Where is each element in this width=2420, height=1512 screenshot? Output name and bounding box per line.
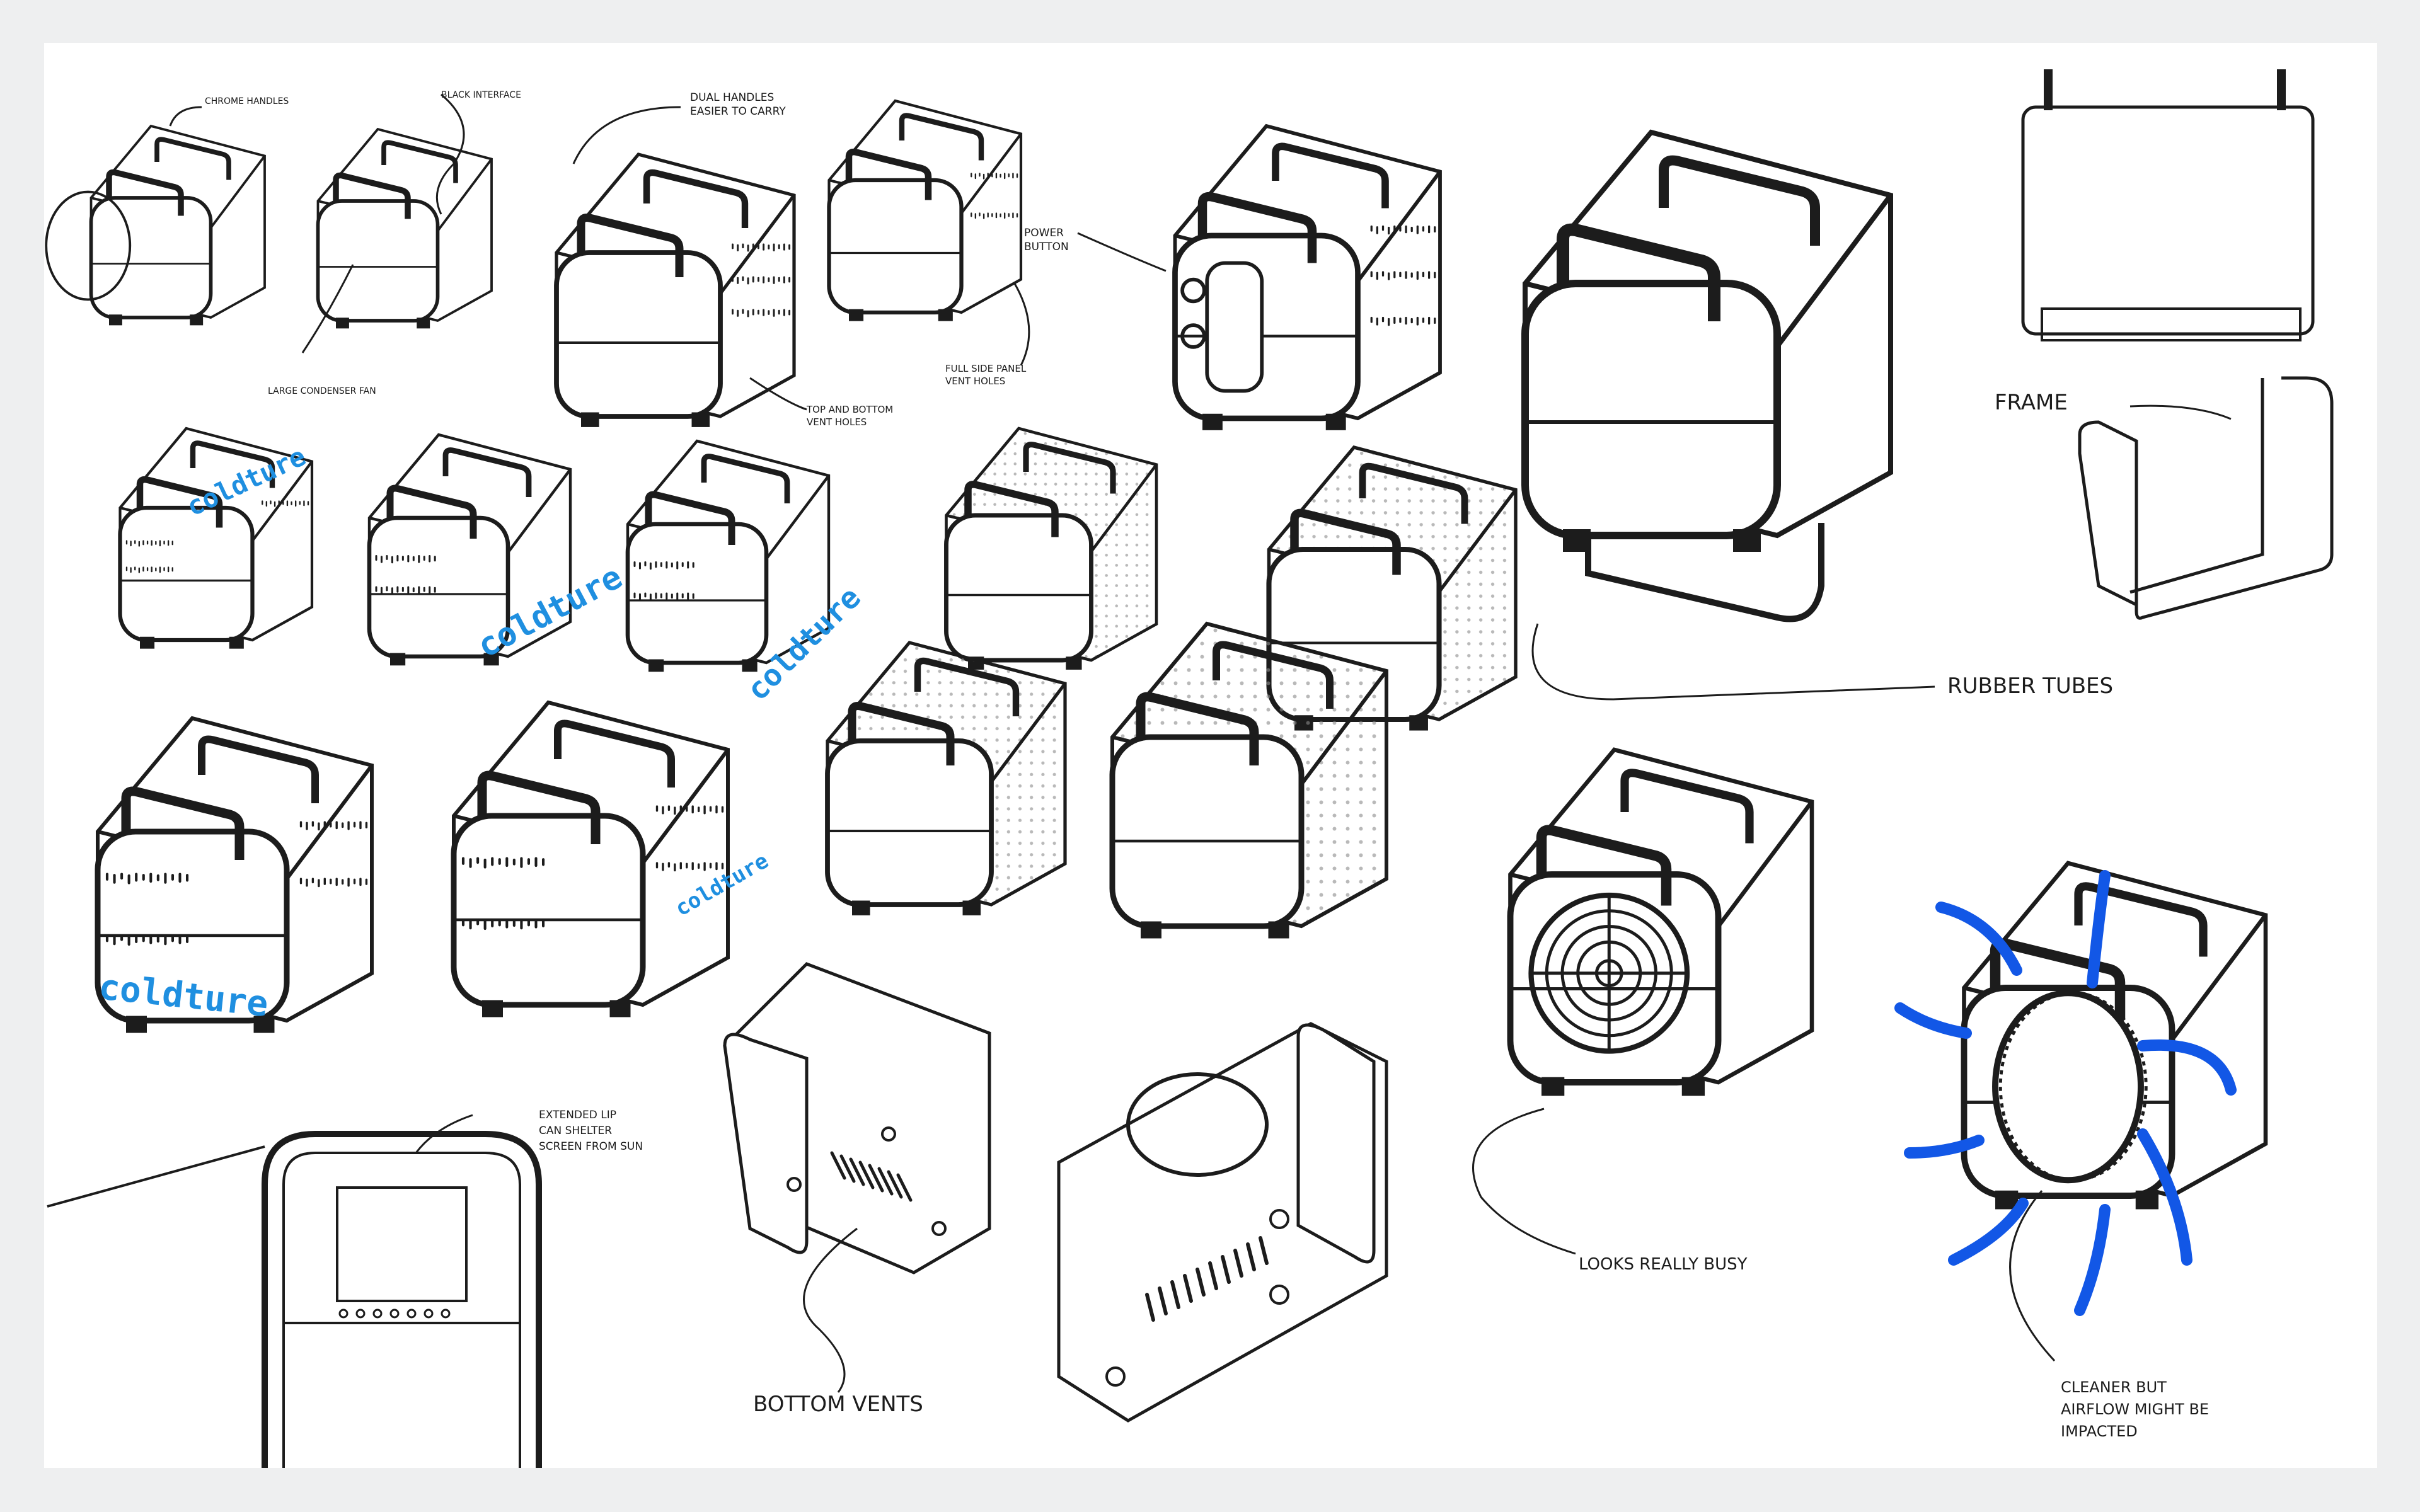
note-rubber-tubes: RUBBER TUBES [1947,673,2113,699]
note-chrome-handles: CHROME HANDLES [205,96,289,106]
note-cleaner-1: CLEANER BUT [2061,1378,2167,1396]
note-black-interface: BLACK INTERFACE [441,90,521,100]
sketch-screen-closeup [47,1131,542,1468]
sketch-bottom-view-1 [723,962,991,1274]
note-dual-handles-1: DUAL HANDLES [690,91,774,104]
sketch-unit-dotted-1 [947,428,1157,670]
sketch-frame-top [2021,69,2315,341]
note-power-1: POWER [1024,227,1064,239]
sketch-bottom-view-2 [1057,1022,1388,1423]
note-large-fan: LARGE CONDENSER FAN [268,386,376,396]
note-lip-1: EXTENDED LIP [539,1109,616,1121]
sketch-frame-tubes [2078,376,2334,620]
note-vents-2: VENT HOLES [807,416,867,428]
note-cleaner-2: AIRFLOW MIGHT BE [2061,1400,2209,1418]
note-side-2: VENT HOLES [945,375,1005,387]
sketch-unit-power [1175,126,1441,430]
note-lip-3: SCREEN FROM SUN [539,1140,643,1153]
leader-lines [169,93,2232,1393]
sketch-unit-1 [45,126,265,325]
sketch-unit-large-frame [1525,132,1891,622]
note-lip-2: CAN SHELTER [539,1125,612,1137]
sketch-unit-fan [1511,750,1812,1096]
note-side-1: FULL SIDE PANEL [945,363,1027,374]
sketch-unit-dotted-4 [1112,624,1386,939]
sketch-unit-dotted-3 [827,643,1065,915]
sketch-unit-round-fan [1964,863,2266,1209]
note-cleaner-3: IMPACTED [2061,1423,2138,1440]
airflow-arrows [1894,870,2237,1316]
sketch-unit-dotted-2 [1269,447,1516,731]
note-dual-handles-2: EASIER TO CARRY [690,105,786,118]
note-frame: FRAME [1995,390,2068,415]
note-vents-1: TOP AND BOTTOM [806,404,893,415]
note-looks-busy: LOOKS REALLY BUSY [1579,1255,1748,1274]
note-power-2: BUTTON [1024,241,1069,253]
note-bottom-vents: BOTTOM VENTS [753,1392,923,1417]
